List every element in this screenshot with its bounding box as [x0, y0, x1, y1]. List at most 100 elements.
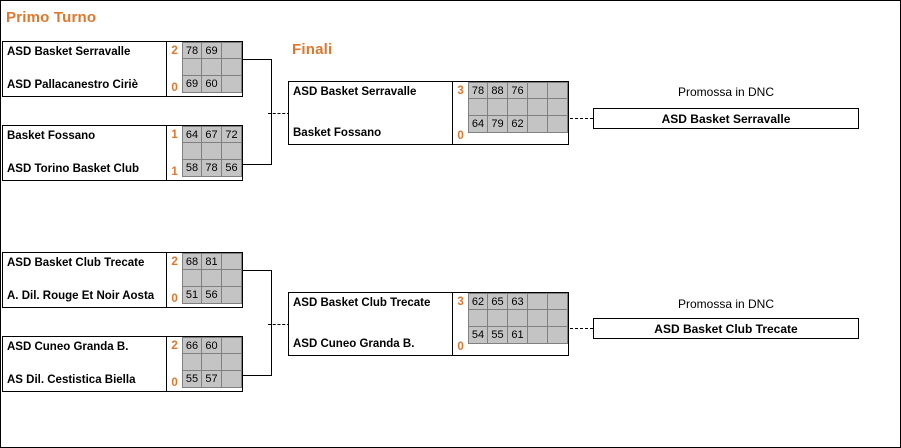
score-cell	[222, 337, 242, 354]
match-final-2-teams: ASD Basket Club Trecate ASD Cuneo Granda…	[289, 293, 452, 355]
score-cell: 64	[182, 126, 202, 143]
match-r1-2-teams: Basket Fossano ASD Torino Basket Club	[3, 126, 166, 180]
score-cell	[528, 116, 548, 133]
wins-value: 2	[171, 255, 178, 268]
score-cell-empty	[182, 270, 202, 287]
team-name: ASD Basket Serravalle	[7, 46, 131, 58]
score-cell	[528, 82, 548, 99]
match-final-2-wins: 3 0	[452, 293, 468, 355]
team-name: ASD Cuneo Granda B.	[7, 341, 129, 353]
score-cell-empty	[222, 354, 242, 371]
team-name: Basket Fossano	[293, 127, 382, 139]
score-cell: 72	[222, 126, 242, 143]
score-cell: 54	[468, 327, 488, 344]
score-cell: 55	[488, 327, 508, 344]
wins-value: 0	[171, 376, 178, 389]
match-r1-1-scores: 78 69 69 60	[182, 42, 242, 96]
match-r1-4[interactable]: ASD Cuneo Granda B. AS Dil. Cestistica B…	[2, 336, 243, 392]
promoted-team-box-top[interactable]: ASD Basket Serravalle	[593, 108, 859, 129]
match-r1-3-scores: 68 81 51 56	[182, 253, 242, 307]
score-cell: 56	[202, 287, 222, 304]
score-cell-empty	[508, 310, 528, 327]
match-r1-4-teams: ASD Cuneo Granda B. AS Dil. Cestistica B…	[3, 337, 166, 391]
score-cell	[528, 327, 548, 344]
score-cell-empty	[202, 354, 222, 371]
score-cell-empty	[202, 270, 222, 287]
score-cell	[222, 42, 242, 59]
score-cell-empty	[508, 99, 528, 116]
match-final-1-teams: ASD Basket Serravalle Basket Fossano	[289, 82, 452, 144]
score-cell: 60	[202, 337, 222, 354]
score-cell	[222, 371, 242, 388]
score-cell: 56	[222, 160, 242, 177]
team-name: ASD Basket Serravalle	[293, 86, 417, 98]
match-r1-4-wins: 2 0	[166, 337, 182, 391]
promo-dash-bottom	[570, 328, 593, 329]
team-name: ASD Basket Club Trecate	[7, 257, 145, 269]
wins-value: 0	[457, 129, 464, 142]
match-r1-1-wins: 2 0	[166, 42, 182, 96]
score-cell: 69	[202, 42, 222, 59]
match-r1-3-wins: 2 0	[166, 253, 182, 307]
score-cell: 65	[488, 293, 508, 310]
team-name: A. Dil. Rouge Et Noir Aosta	[7, 290, 155, 302]
team-name: AS Dil. Cestistica Biella	[7, 374, 136, 386]
wins-value: 0	[171, 292, 178, 305]
promotion-label-top: Promossa in DNC	[677, 85, 775, 99]
score-cell: 64	[468, 116, 488, 133]
score-cell: 67	[202, 126, 222, 143]
wins-value: 3	[457, 84, 464, 97]
score-cell-empty	[468, 310, 488, 327]
match-r1-3[interactable]: ASD Basket Club Trecate A. Dil. Rouge Et…	[2, 252, 243, 308]
score-cell-empty	[222, 143, 242, 160]
score-cell: 68	[182, 253, 202, 270]
match-r1-2[interactable]: Basket Fossano ASD Torino Basket Club 1 …	[2, 125, 243, 181]
match-final-1[interactable]: ASD Basket Serravalle Basket Fossano 3 0…	[288, 81, 569, 145]
score-cell-empty	[548, 310, 568, 327]
score-cell: 78	[202, 160, 222, 177]
score-cell	[548, 327, 568, 344]
score-cell-empty	[222, 270, 242, 287]
connector-bracket-top	[243, 59, 272, 165]
score-cell	[222, 76, 242, 93]
team-name: ASD Pallacanestro Ciriè	[7, 79, 139, 91]
score-cell: 76	[508, 82, 528, 99]
score-cell-empty	[548, 99, 568, 116]
wins-value: 2	[171, 339, 178, 352]
score-cell: 63	[508, 293, 528, 310]
wins-value: 0	[171, 81, 178, 94]
match-final-2[interactable]: ASD Basket Club Trecate ASD Cuneo Granda…	[288, 292, 569, 356]
score-cell: 58	[182, 160, 202, 177]
score-cell-empty	[202, 59, 222, 76]
score-cell: 79	[488, 116, 508, 133]
wins-value: 1	[171, 165, 178, 178]
score-cell: 61	[508, 327, 528, 344]
score-cell-empty	[488, 310, 508, 327]
score-cell: 62	[508, 116, 528, 133]
score-cell-empty	[528, 99, 548, 116]
wins-value: 2	[171, 44, 178, 57]
score-cell-empty	[488, 99, 508, 116]
wins-value: 1	[171, 128, 178, 141]
match-r1-2-scores: 64 67 72 58 78 56	[182, 126, 242, 180]
score-cell: 62	[468, 293, 488, 310]
match-r1-4-scores: 66 60 55 57	[182, 337, 242, 391]
score-cell	[222, 287, 242, 304]
score-cell-empty	[182, 354, 202, 371]
connector-dash-bottom	[268, 324, 290, 325]
match-r1-2-wins: 1 1	[166, 126, 182, 180]
score-cell: 78	[468, 82, 488, 99]
match-final-2-scores: 62 65 63 54 55 61	[468, 293, 568, 355]
score-cell	[548, 82, 568, 99]
score-cell-empty	[182, 143, 202, 160]
promoted-team-box-bottom[interactable]: ASD Basket Club Trecate	[593, 318, 859, 339]
match-final-1-scores: 78 88 76 64 79 62	[468, 82, 568, 144]
score-cell: 81	[202, 253, 222, 270]
score-cell: 55	[182, 371, 202, 388]
match-r1-1[interactable]: ASD Basket Serravalle ASD Pallacanestro …	[2, 41, 243, 97]
team-name: ASD Basket Club Trecate	[293, 297, 431, 309]
score-cell	[222, 253, 242, 270]
score-cell-empty	[528, 310, 548, 327]
connector-dash-top	[268, 113, 290, 114]
